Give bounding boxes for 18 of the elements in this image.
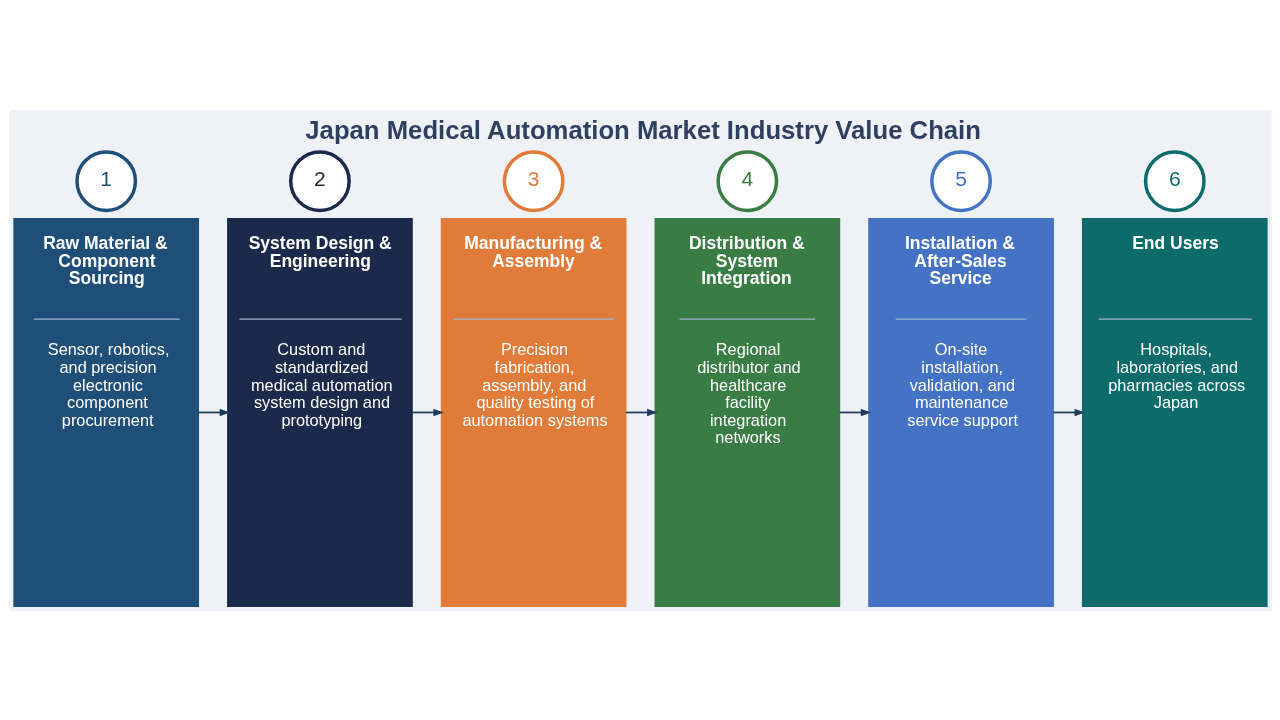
node-circle: 2 [288,149,351,212]
diagram-title: Japan Medical Automation Market Industry Value Chain [304,115,981,144]
arrow [197,408,230,416]
node-circle: 4 [715,149,778,212]
arrow [410,408,444,416]
arrow [624,408,658,416]
node-circle: 3 [502,149,565,212]
node-box: Installation & After-Sales Service On-site installation, validation, and maintenance service support [867,217,1054,607]
node-box: Distribution & System Integration Regional distributor and healthcare facility integration networks [654,217,840,607]
node-box: End Users Hospitals, laboratories, and pharmacies across Japan [1081,217,1268,607]
node-circle: 1 [74,149,137,212]
arrow [1052,408,1085,416]
node-box: Raw Material & Component Sourcing Sensor, robotics, and precision electronic component procurement [12,217,199,607]
node-circle: 5 [929,149,992,212]
node-box: Manufacturing & Assembly Precision fabrication, assembly, and quality testing of automation systems [440,217,626,607]
node-circle: 6 [1143,149,1206,212]
node-box: System Design & Engineering Custom and standardized medical automation system design and prototyping [226,217,413,607]
arrow [838,408,871,416]
